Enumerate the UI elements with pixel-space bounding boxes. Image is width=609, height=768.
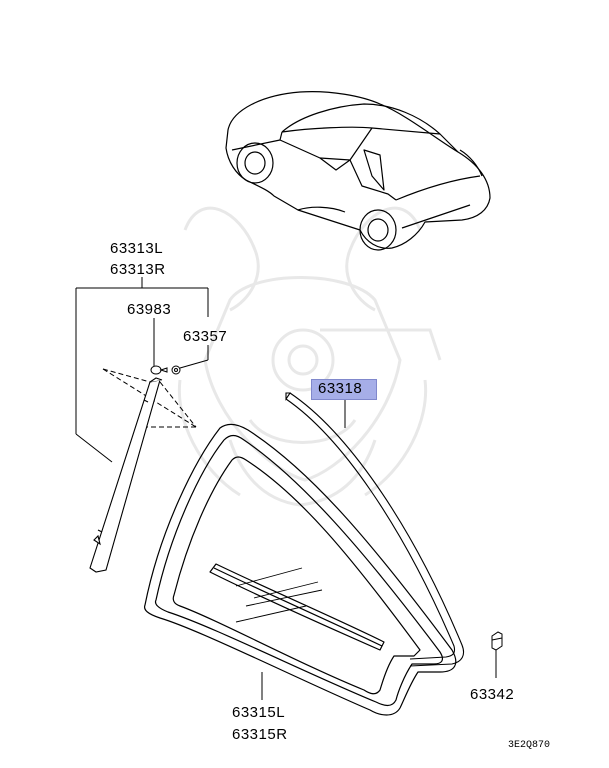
part-number-63342[interactable]: 63342: [470, 686, 515, 703]
part-number-63983[interactable]: 63983: [127, 301, 172, 318]
molding-63313: [89, 377, 163, 573]
leader-lines-63313: [75, 277, 209, 463]
clip-63983: [150, 365, 168, 375]
grommet-63357: [171, 365, 181, 375]
car-illustration: [225, 91, 491, 251]
part-number-63318[interactable]: 63318: [311, 379, 378, 400]
diagram-code: 3E2Q870: [508, 740, 551, 751]
part-number-63313r[interactable]: 63313R: [110, 261, 166, 278]
glass-reflection: [235, 567, 323, 623]
quarter-glass-63315: [143, 423, 457, 716]
part-number-63315r[interactable]: 63315R: [232, 726, 288, 743]
part-number-63313l[interactable]: 63313L: [110, 240, 164, 257]
watermark-emblem: [177, 206, 442, 507]
part-number-63315l[interactable]: 63315L: [232, 704, 286, 721]
weatherstrip-63318: [285, 392, 465, 667]
fastener-63342: [491, 631, 503, 678]
part-number-63357[interactable]: 63357: [183, 328, 228, 345]
